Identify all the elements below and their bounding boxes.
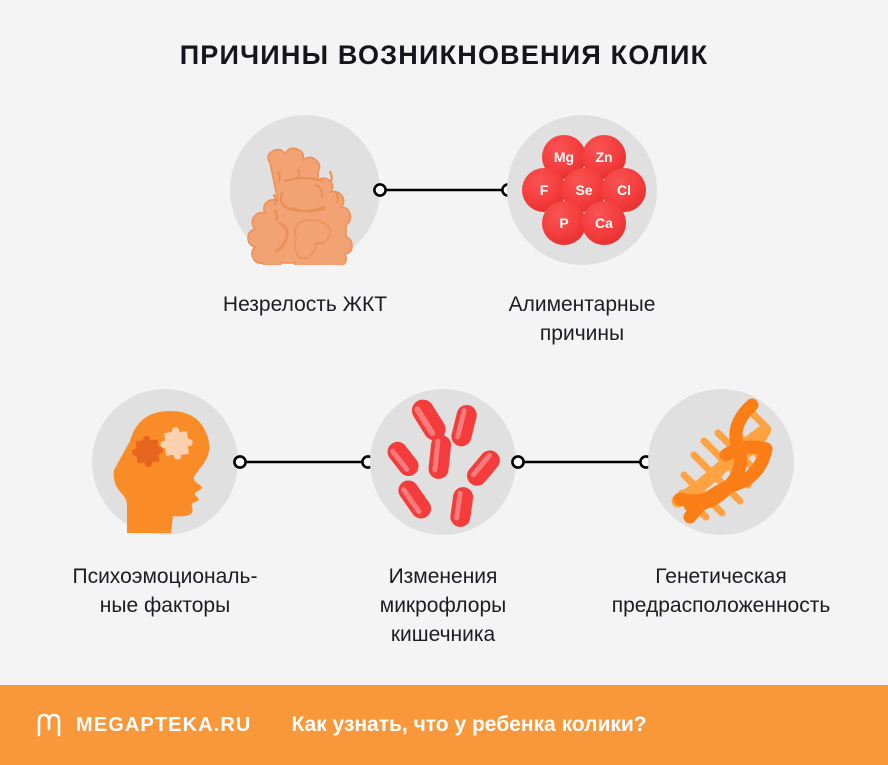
node-alimentary-causes[interactable]: Mg Zn F Se Cl P Ca — [507, 115, 657, 265]
mineral-label-se: Se — [575, 182, 592, 198]
page-title: ПРИЧИНЫ ВОЗНИКНОВЕНИЯ КОЛИК — [179, 40, 709, 70]
head-puzzle-icon — [113, 410, 210, 533]
megapteka-m-logo-icon — [34, 710, 64, 740]
mineral-label-mg: Mg — [554, 149, 574, 165]
node-psychoemotional-factors[interactable] — [92, 389, 238, 535]
intestine-icon — [247, 147, 353, 265]
mineral-label-cl: Cl — [617, 182, 631, 198]
node-gi-immaturity[interactable] — [230, 115, 380, 265]
minerals-icon: Mg Zn F Se Cl P Ca — [522, 135, 646, 245]
footer-brand-name[interactable]: MEGAPTEKA.RU — [76, 713, 252, 736]
mineral-label-f: F — [540, 182, 549, 198]
footer-bar: MEGAPTEKA.RU Как узнать, что у ребенка к… — [0, 685, 888, 765]
label-gi-immaturity: Незрелость ЖКТ — [222, 293, 388, 316]
label-psychoemotional-factors: Психоэмоциональ- ные факторы — [72, 565, 258, 617]
label-gut-microflora-changes: Изменения микрофлоры кишечника — [379, 565, 507, 646]
node-genetic-predisposition[interactable] — [648, 389, 794, 535]
connector-microflora-to-genetic — [511, 455, 653, 469]
connector-gi-to-alimentary — [373, 183, 515, 197]
mineral-label-p: P — [559, 215, 568, 231]
label-alimentary-causes: Алиментарные причины — [508, 293, 656, 345]
bacteria-icon — [387, 399, 500, 527]
mineral-label-zn: Zn — [595, 149, 612, 165]
label-genetic-predisposition: Генетическая предрасположенность — [611, 565, 831, 617]
footer-tagline[interactable]: Как узнать, что у ребенка колики? — [291, 713, 647, 736]
dna-icon — [671, 398, 773, 524]
mineral-label-ca: Ca — [595, 215, 613, 231]
node-gut-microflora-changes[interactable] — [370, 389, 516, 535]
connector-psycho-to-microflora — [233, 455, 375, 469]
